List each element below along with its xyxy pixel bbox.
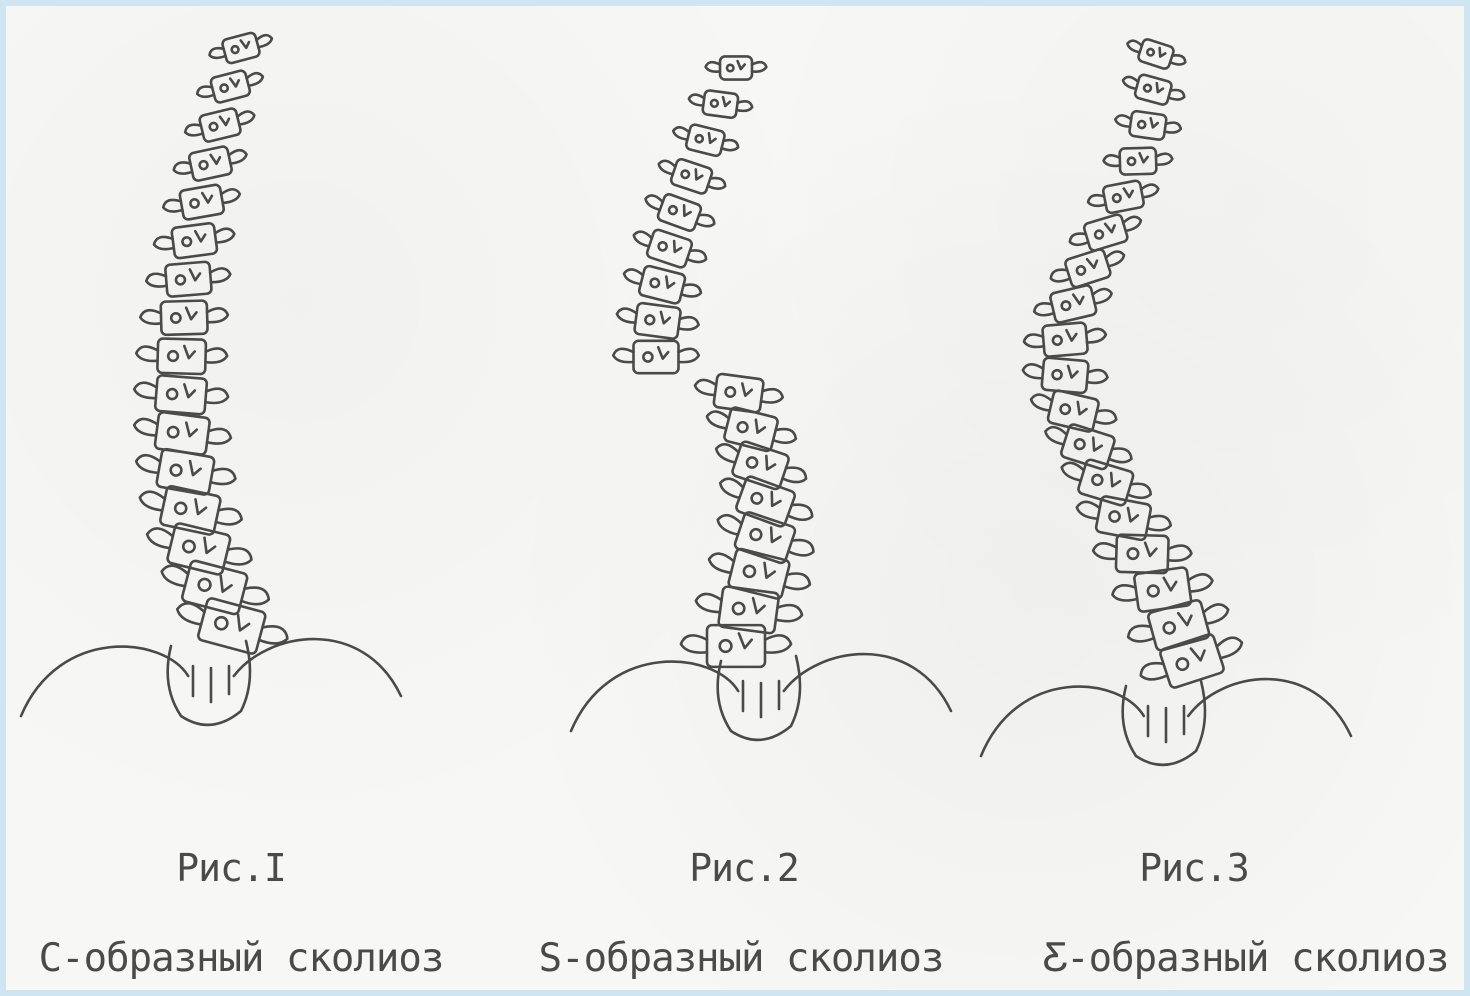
vertebra-8	[140, 300, 229, 336]
vertebra-11	[1027, 385, 1120, 437]
vertebra-10	[133, 373, 230, 416]
vertebra-6	[1066, 208, 1145, 256]
figure-1-caption: C-образный сколиоз	[39, 936, 444, 981]
pelvis	[21, 639, 401, 725]
vertebra-13	[135, 480, 245, 540]
vertebra-16	[171, 590, 292, 661]
figure-3-number: Рис.3	[1139, 846, 1248, 890]
vertebra-12	[710, 433, 811, 497]
vertebra-1	[1124, 34, 1189, 75]
vertebra-6	[152, 220, 236, 261]
vertebra-3	[1113, 108, 1182, 142]
vertebra-2	[687, 88, 754, 121]
figure-2-caption: S-образный сколиоз	[539, 936, 944, 981]
vertebra-9	[136, 338, 228, 375]
spine-triple-curve	[981, 34, 1351, 765]
vertebra-4	[654, 153, 729, 200]
vertebra-1	[207, 28, 276, 68]
vertebra-2	[1120, 70, 1188, 110]
figure-2-number: Рис.2	[689, 846, 798, 890]
vertebra-9	[1023, 321, 1108, 359]
vertebra-5	[161, 181, 243, 224]
vertebra-4	[171, 142, 250, 185]
vertebra-1	[706, 56, 767, 79]
vertebra-5	[640, 187, 718, 238]
vertebra-3	[670, 120, 741, 161]
vertebra-15	[704, 542, 815, 606]
vertebra-8	[1031, 280, 1115, 328]
pelvis	[981, 679, 1351, 765]
vertebra-7	[145, 260, 232, 299]
figure-1-number: Рис.I	[176, 846, 285, 890]
vertebra-4	[1103, 147, 1173, 175]
vertebra-14	[711, 503, 819, 571]
vertebra-6	[629, 223, 710, 275]
spine-s-shaped	[571, 56, 951, 739]
vertebra-10	[1021, 356, 1108, 395]
vertebra-9	[613, 341, 699, 373]
vertebra-8	[615, 300, 701, 342]
vertebra-2	[194, 65, 266, 107]
spine-c-shaped	[21, 28, 401, 725]
vertebra-7	[620, 260, 704, 309]
vertebra-13	[713, 467, 818, 535]
vertebra-5	[1086, 177, 1161, 217]
vertebra-3	[182, 104, 258, 147]
figure-3-caption: Ƹ-образный сколиоз	[1044, 936, 1449, 981]
